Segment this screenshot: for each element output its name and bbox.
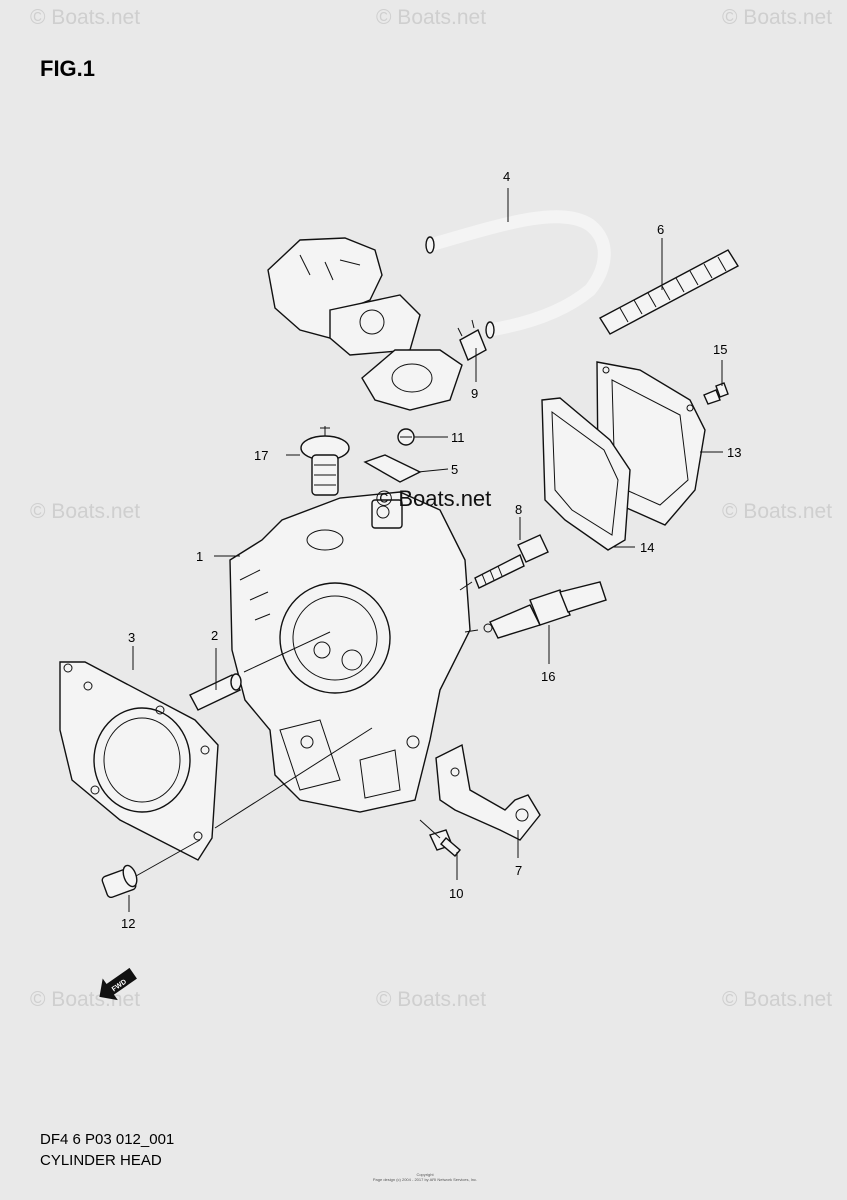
callout-17: 17 bbox=[254, 448, 268, 463]
callout-10: 10 bbox=[449, 886, 463, 901]
watermark: © Boats.net bbox=[30, 6, 140, 29]
callout-labels: 1 2 3 4 5 6 7 8 9 10 11 12 13 14 15 16 1… bbox=[121, 169, 741, 931]
callout-11: 11 bbox=[451, 430, 465, 445]
diagram-code: DF4 6 P03 012_001 bbox=[40, 1131, 175, 1148]
callout-4: 4 bbox=[503, 169, 510, 184]
copyright-notice: Copyright Page design (c) 2004 - 2017 by… bbox=[330, 1172, 520, 1182]
callout-14: 14 bbox=[640, 540, 654, 555]
callout-2: 2 bbox=[211, 628, 218, 643]
part-7-bracket bbox=[435, 743, 541, 841]
part-15-bolt bbox=[703, 382, 729, 405]
watermark: © Boats.net bbox=[376, 988, 486, 1011]
figure-label: FIG.1 bbox=[40, 56, 96, 81]
callout-1: 1 bbox=[196, 549, 203, 564]
part-11-screw bbox=[397, 428, 415, 446]
callout-9: 9 bbox=[471, 386, 478, 401]
part-3-head-gasket bbox=[59, 661, 219, 861]
diagram-title: CYLINDER HEAD bbox=[40, 1152, 162, 1169]
part-4-hose bbox=[425, 210, 611, 339]
callout-7: 7 bbox=[515, 863, 522, 878]
leader-lines bbox=[128, 188, 723, 912]
diagram-caption: DF4 6 P03 012_001 CYLINDER HEAD bbox=[40, 1129, 174, 1171]
copyright-line-2: Page design (c) 2004 - 2017 by ARI Netwo… bbox=[372, 1177, 478, 1182]
center-watermark: © Boats.net bbox=[376, 486, 491, 511]
part-14-cover-gasket bbox=[541, 397, 631, 551]
watermark: © Boats.net bbox=[376, 6, 486, 29]
part-16-spark-plug bbox=[483, 581, 607, 639]
part-12-bushing bbox=[101, 864, 138, 899]
callout-3: 3 bbox=[128, 630, 135, 645]
part-8-bolt bbox=[474, 534, 549, 589]
watermark: © Boats.net bbox=[722, 6, 832, 29]
watermark: © Boats.net bbox=[30, 500, 140, 523]
part-10-bolt bbox=[429, 829, 461, 857]
callout-5: 5 bbox=[451, 462, 458, 477]
part-9-hose-clip bbox=[457, 319, 487, 361]
watermark-grid: © Boats.net © Boats.net © Boats.net © Bo… bbox=[30, 6, 832, 1011]
watermark: © Boats.net bbox=[722, 500, 832, 523]
thermostat-cover bbox=[267, 237, 421, 356]
part-6-spiral-sleeve bbox=[599, 249, 739, 335]
callout-12: 12 bbox=[121, 916, 135, 931]
part-2-dowel-pin bbox=[189, 673, 242, 711]
callout-6: 6 bbox=[657, 222, 664, 237]
part-5-plate bbox=[363, 454, 422, 483]
watermark: © Boats.net bbox=[30, 988, 140, 1011]
copyright-line-1: Copyright bbox=[416, 1172, 434, 1177]
part-17-thermostat bbox=[300, 426, 350, 496]
callout-13: 13 bbox=[727, 445, 741, 460]
upper-gasket bbox=[361, 349, 463, 411]
callout-15: 15 bbox=[713, 342, 727, 357]
part-1-cylinder-head bbox=[229, 491, 471, 813]
callout-16: 16 bbox=[541, 669, 555, 684]
callout-8: 8 bbox=[515, 502, 522, 517]
watermark: © Boats.net bbox=[722, 988, 832, 1011]
